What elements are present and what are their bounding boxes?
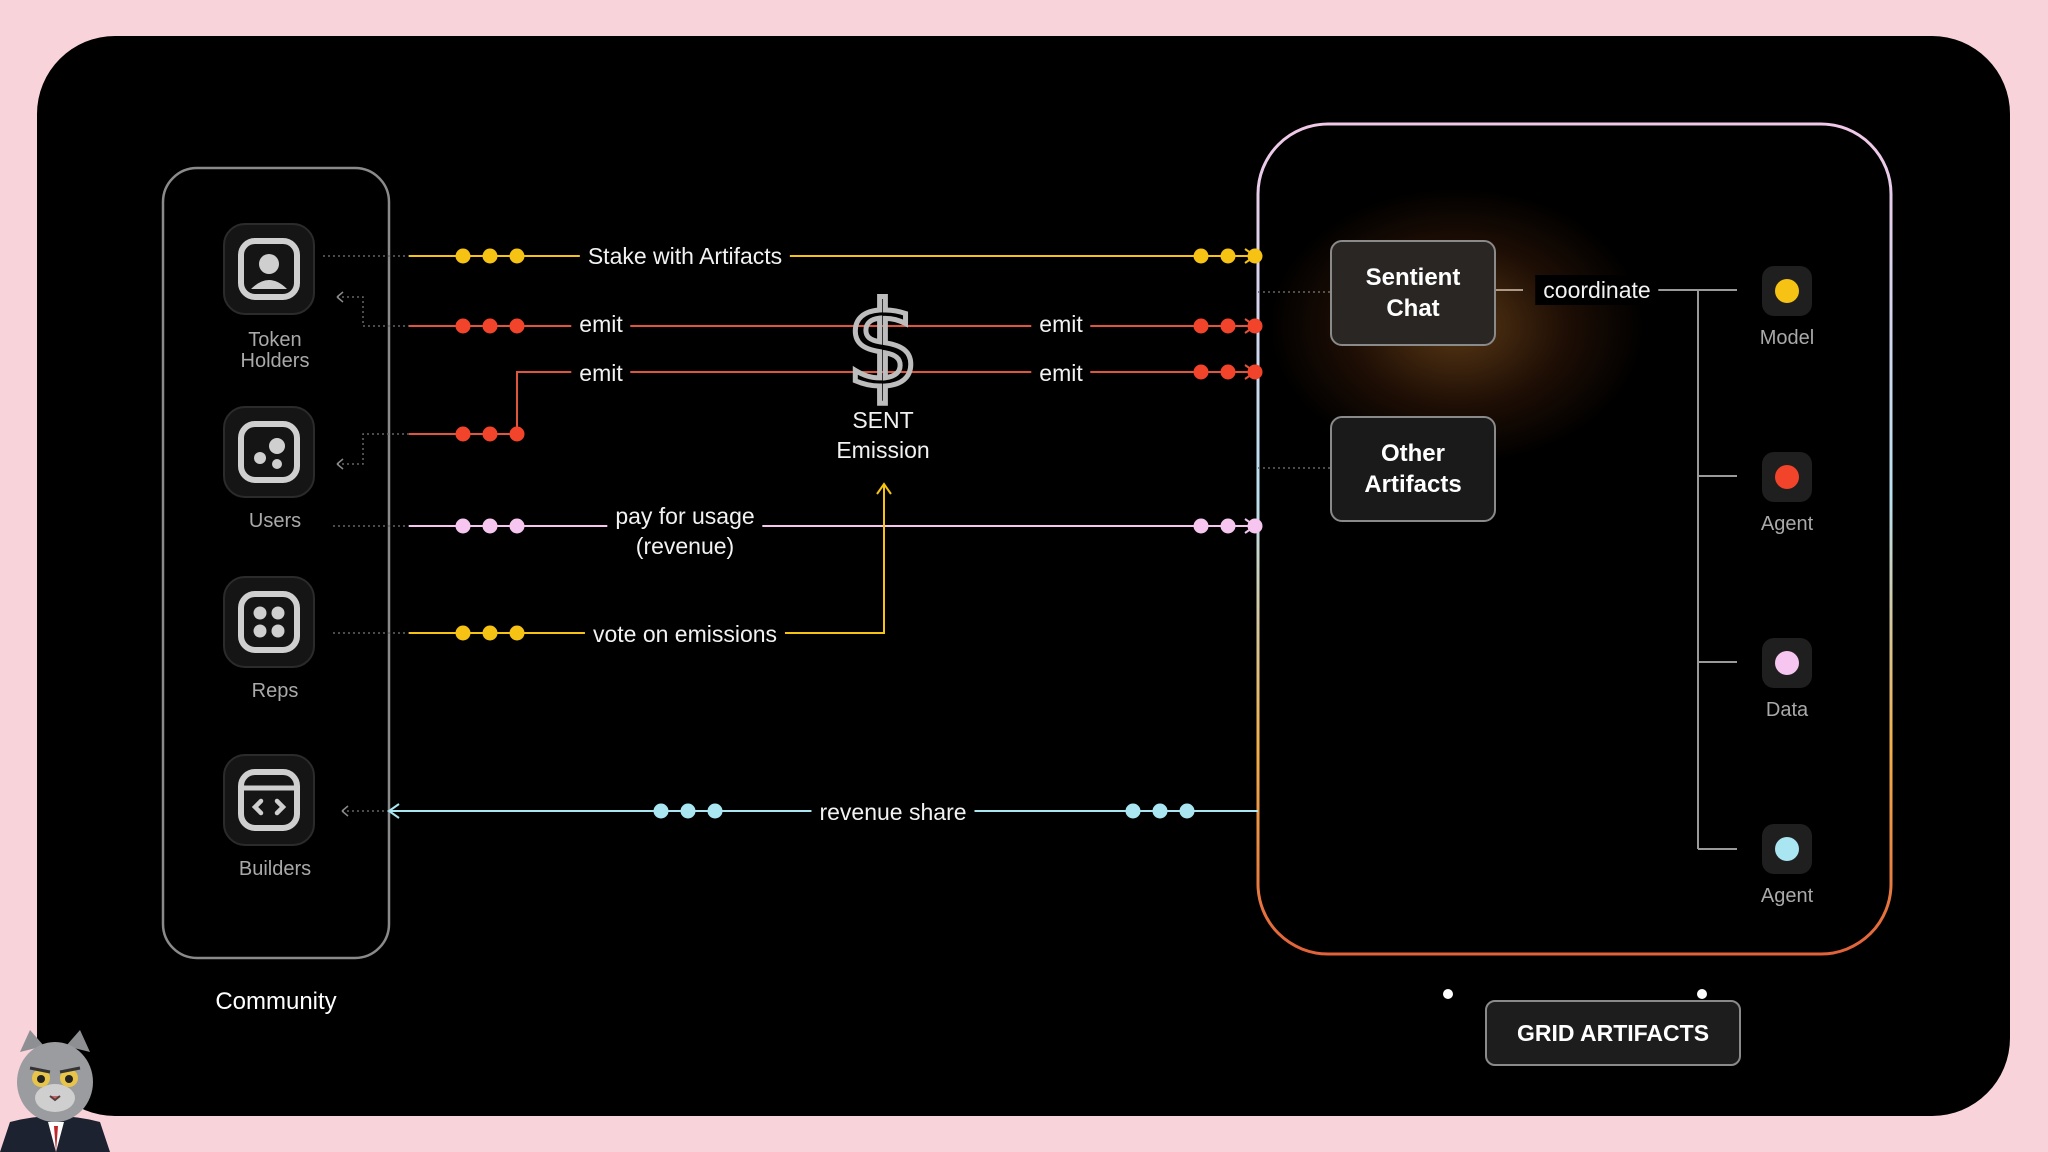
flow-dot	[1193, 318, 1209, 334]
emit-right-label-1: emit	[1031, 309, 1091, 339]
flow-dot	[1247, 318, 1263, 334]
emit-left-label-1: emit	[571, 309, 631, 339]
flow-dot	[482, 318, 498, 334]
flow-dot	[455, 248, 471, 264]
vote-flow-line	[409, 484, 885, 634]
flow-dot	[482, 518, 498, 534]
flow-dot	[1193, 518, 1209, 534]
flow-dot	[509, 426, 525, 442]
flow-dot	[455, 426, 471, 442]
flow-dot	[1125, 803, 1141, 819]
sent-label: SENT	[852, 407, 914, 433]
pay-label: pay for usage (revenue)	[607, 501, 763, 561]
flow-dot	[455, 518, 471, 534]
model-node[interactable]	[1762, 266, 1812, 316]
code-window-icon	[238, 769, 300, 831]
stake-label: Stake with Artifacts	[579, 241, 791, 271]
users-tile[interactable]	[223, 406, 315, 498]
flow-dot	[509, 625, 525, 641]
sent-emission-label: SENT Emission	[836, 405, 929, 465]
builders-tile[interactable]	[223, 754, 315, 846]
builders-label: Builders	[238, 858, 312, 880]
flow-dot	[1247, 248, 1263, 264]
grid-artifacts-badge[interactable]: GRID ARTIFACTS	[1485, 1000, 1741, 1066]
sentient-chat-line2: Chat	[1386, 295, 1440, 322]
grid-artifacts-container	[1256, 122, 1893, 956]
flow-dot	[1152, 803, 1168, 819]
flow-dot	[1193, 248, 1209, 264]
flow-dot	[509, 318, 525, 334]
flow-dot	[1220, 318, 1236, 334]
dollar-icon: $	[845, 276, 920, 414]
flow-dot	[455, 318, 471, 334]
flow-dot	[482, 248, 498, 264]
revenue-share-label: revenue share	[811, 797, 975, 827]
reps-tile[interactable]	[223, 576, 315, 668]
agent-red-dot	[1775, 465, 1799, 489]
agent-cyan-dot	[1775, 837, 1799, 861]
other-artifacts-line1: Other	[1380, 440, 1445, 467]
emit-flow-line-2	[409, 371, 1255, 435]
flow-dot	[1193, 364, 1209, 380]
reps-label: Reps	[251, 680, 299, 702]
data-label: Data	[1765, 699, 1809, 721]
flow-dot	[482, 625, 498, 641]
flow-dot	[509, 248, 525, 264]
vote-label: vote on emissions	[584, 619, 786, 649]
users-dots-icon	[238, 421, 300, 483]
other-artifacts-line2: Artifacts	[1364, 471, 1462, 498]
coordinate-tree	[1493, 289, 1737, 850]
emit-right-label-2: emit	[1031, 358, 1091, 388]
flow-diagram: $	[161, 122, 1893, 999]
emission-label: Emission	[836, 437, 930, 463]
sentient-chat-box[interactable]: Sentient Chat	[1330, 240, 1496, 346]
pay-label-line2: (revenue)	[635, 533, 735, 559]
agent-node-cyan[interactable]	[1762, 824, 1812, 874]
flow-dot	[1220, 364, 1236, 380]
emit-left-label-2: emit	[571, 358, 631, 388]
users-label: Users	[248, 510, 302, 532]
agent-label-red: Agent	[1760, 513, 1814, 535]
token-holders-tile[interactable]	[223, 223, 315, 315]
user-icon	[238, 238, 300, 300]
flow-dot	[1220, 248, 1236, 264]
other-artifacts-box[interactable]: Other Artifacts	[1330, 416, 1496, 522]
model-dot	[1775, 279, 1799, 303]
flow-dot	[1247, 518, 1263, 534]
flow-dot	[1220, 518, 1236, 534]
four-dots-icon	[238, 591, 300, 653]
model-label: Model	[1759, 327, 1815, 349]
agent-node-red[interactable]	[1762, 452, 1812, 502]
flow-dot	[509, 518, 525, 534]
flow-dot	[707, 803, 723, 819]
flow-dot	[455, 625, 471, 641]
agent-label-cyan: Agent	[1760, 885, 1814, 907]
flow-dot	[680, 803, 696, 819]
community-title: Community	[215, 988, 337, 1015]
community-container	[161, 166, 391, 960]
data-node[interactable]	[1762, 638, 1812, 688]
flow-dot	[653, 803, 669, 819]
flow-dot	[1247, 364, 1263, 380]
coordinate-label: coordinate	[1535, 275, 1659, 305]
cat-mascot-avatar	[0, 1030, 110, 1152]
flow-dot	[1179, 803, 1195, 819]
flow-dot	[482, 426, 498, 442]
sentient-chat-line1: Sentient	[1365, 264, 1461, 291]
pay-label-line1: pay for usage	[615, 503, 755, 529]
data-dot	[1775, 651, 1799, 675]
